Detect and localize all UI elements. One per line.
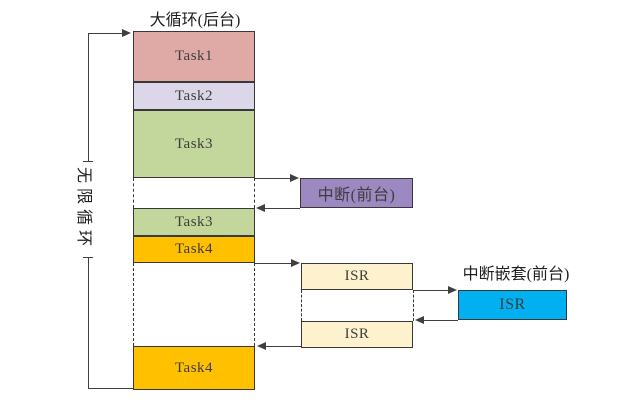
isr-box-1: ISR [301,263,413,290]
loop-vertical-line-upper [88,33,89,161]
task1-box: Task1 [133,31,255,82]
loop-top-line [88,33,124,34]
arrow-to-nested-isr-line [413,290,449,291]
infinite-loop-label: 无限循环 [75,166,92,251]
task4-box: Task4 [133,236,255,263]
nested-interrupt-label: 中断嵌套(前台) [462,266,570,283]
task2-box: Task2 [133,82,255,110]
isr-gap-dashed-left [301,290,302,321]
loop-entry-arrowhead-icon [122,29,131,37]
task3-box: Task3 [133,110,255,178]
arrow-return-from-nested-head-icon [415,316,424,324]
task3-box-resumed: Task3 [133,208,255,236]
loop-vertical-line-lower [88,257,89,388]
arrow-return-from-isr2-head-icon [257,342,266,350]
arrow-return-from-isr2-line [266,346,301,347]
arrow-to-interrupt-head-icon [290,174,299,182]
loop-bottom-line [88,388,133,389]
arrow-return-from-interrupt-line [264,208,300,209]
interrupted-gap-1 [133,178,255,208]
isr-box-2: ISR [301,321,413,348]
interrupted-gap-2 [133,263,255,346]
clipped-caption: 图1-1 前后台系统 [232,401,442,405]
arrow-return-from-interrupt-head-icon [256,204,265,212]
arrow-to-nested-isr-head-icon [448,286,457,294]
arrow-to-interrupt-line [255,178,291,179]
diagram-title: 大循环(后台) [149,12,241,29]
isr-gap-dashed-right [413,290,414,321]
loop-line-tick-top [83,161,93,162]
arrow-to-isr1-line [255,263,292,264]
nested-isr-box: ISR [458,290,567,320]
interrupt-box: 中断(前台) [300,178,413,208]
arrow-to-isr1-head-icon [291,259,300,267]
task4-box-resumed: Task4 [133,346,255,390]
arrow-return-from-nested-line [424,320,458,321]
